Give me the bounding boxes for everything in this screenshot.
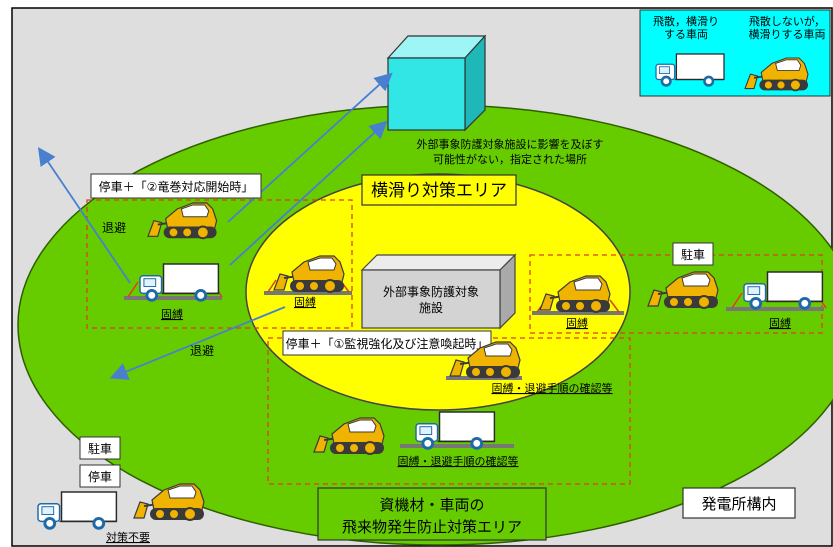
mid-bulldozer-group bbox=[446, 341, 522, 380]
monitoring-label: 停車＋「①監視強化及び注意喚起時」 bbox=[286, 336, 489, 351]
lower-truck-group bbox=[400, 410, 514, 450]
target-facility-line2: 施設 bbox=[419, 300, 443, 315]
left-parking-label: 駐車 bbox=[88, 441, 112, 456]
right-inner-bulldozer-group bbox=[532, 275, 624, 315]
lower-group-caption: 固縛・退避手順の確認等 bbox=[398, 454, 519, 468]
evacuation-arrows bbox=[37, 72, 393, 380]
inner-zone-label: 横滑り対策エリア bbox=[371, 181, 507, 201]
tornado-start-label: 停車＋「②竜巻対応開始時」 bbox=[99, 179, 254, 194]
right-inner-caption: 固縛 bbox=[566, 316, 588, 330]
designated-place-label-line1: 外部事象防護対象施設に影響を及ぼす bbox=[417, 137, 604, 151]
legend-box bbox=[639, 9, 831, 97]
right-parking-label: 駐車 bbox=[681, 247, 705, 262]
dashed-region-left bbox=[86, 199, 353, 329]
right-outer-caption: 固縛 bbox=[769, 316, 791, 330]
inner-bulldozer-group bbox=[264, 255, 352, 295]
monitoring-box bbox=[282, 330, 492, 356]
target-facility-box bbox=[360, 253, 517, 330]
legend-item1-line1: 飛散，横滑り bbox=[653, 14, 719, 28]
no-measure-label: 対策不要 bbox=[106, 530, 150, 544]
right-parking-box bbox=[672, 242, 714, 266]
legend-item1-line2: する車両 bbox=[664, 27, 708, 41]
inner-zone-label-box bbox=[361, 174, 517, 206]
legend-item2-line2: 横滑りする車両 bbox=[749, 27, 826, 41]
left-stop-label: 停車 bbox=[88, 469, 112, 484]
mid-bulldozer-caption: 固縛・退避手順の確認等 bbox=[492, 381, 613, 395]
left-parking-box bbox=[79, 436, 121, 460]
legend-item2-line1: 飛散しないが， bbox=[749, 14, 825, 28]
designated-place-label-line2: 可能性がない，指定された場所 bbox=[433, 152, 587, 166]
site-label: 発電所構内 bbox=[701, 495, 776, 513]
site-label-box bbox=[682, 487, 796, 519]
outer-zone-label-box bbox=[317, 487, 547, 541]
evacuation-label-lower: 退避 bbox=[190, 344, 214, 358]
inner-bulldozer-caption: 固縛 bbox=[294, 295, 316, 309]
outer-zone-label-line2: 飛来物発生防止対策エリア bbox=[342, 518, 522, 536]
left-stop-box bbox=[79, 464, 121, 488]
left-truck-group bbox=[124, 262, 223, 302]
right-truck-group bbox=[726, 270, 827, 311]
evacuation-label-upper: 退避 bbox=[102, 221, 126, 235]
designated-place-cube bbox=[386, 34, 487, 132]
outer-zone-label-line1: 資機材・車両の bbox=[379, 496, 484, 514]
tornado-start-box bbox=[90, 173, 262, 199]
target-facility-line1: 外部事象防護対象 bbox=[383, 284, 479, 299]
left-truck-caption: 固縛 bbox=[161, 307, 183, 321]
